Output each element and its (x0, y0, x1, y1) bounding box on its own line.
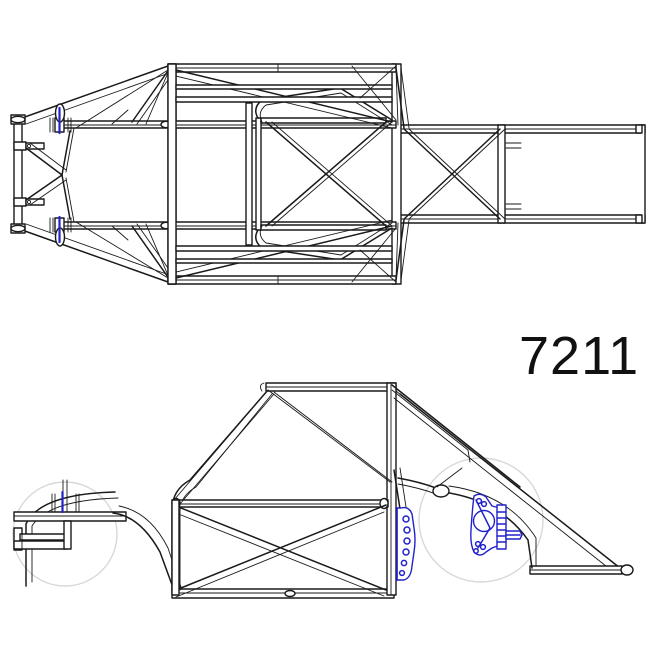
front-lower-diagonal (112, 505, 183, 594)
top-plan-view (10, 63, 646, 285)
front-pivot-pin-mounts (49, 103, 72, 247)
cage-diagonal-braces (173, 389, 393, 505)
rear-mounting-bracket (396, 506, 416, 581)
part-number-label: 7211 (519, 326, 639, 386)
rear-diagonal-gussets (395, 67, 410, 281)
front-wheel-outline (12, 481, 118, 587)
lateral-cross-members (175, 84, 393, 264)
front-nose-section (10, 65, 173, 283)
rear-corner-gussets (351, 65, 397, 283)
upper-cage-rails (259, 382, 397, 596)
side-x-bracing (171, 497, 389, 598)
side-elevation-view (12, 382, 634, 599)
main-floor-rail (171, 588, 395, 599)
rear-upright-spindle-assembly (470, 493, 523, 556)
front-nose-structure (13, 479, 127, 587)
front-diagonal-braces (75, 69, 169, 279)
